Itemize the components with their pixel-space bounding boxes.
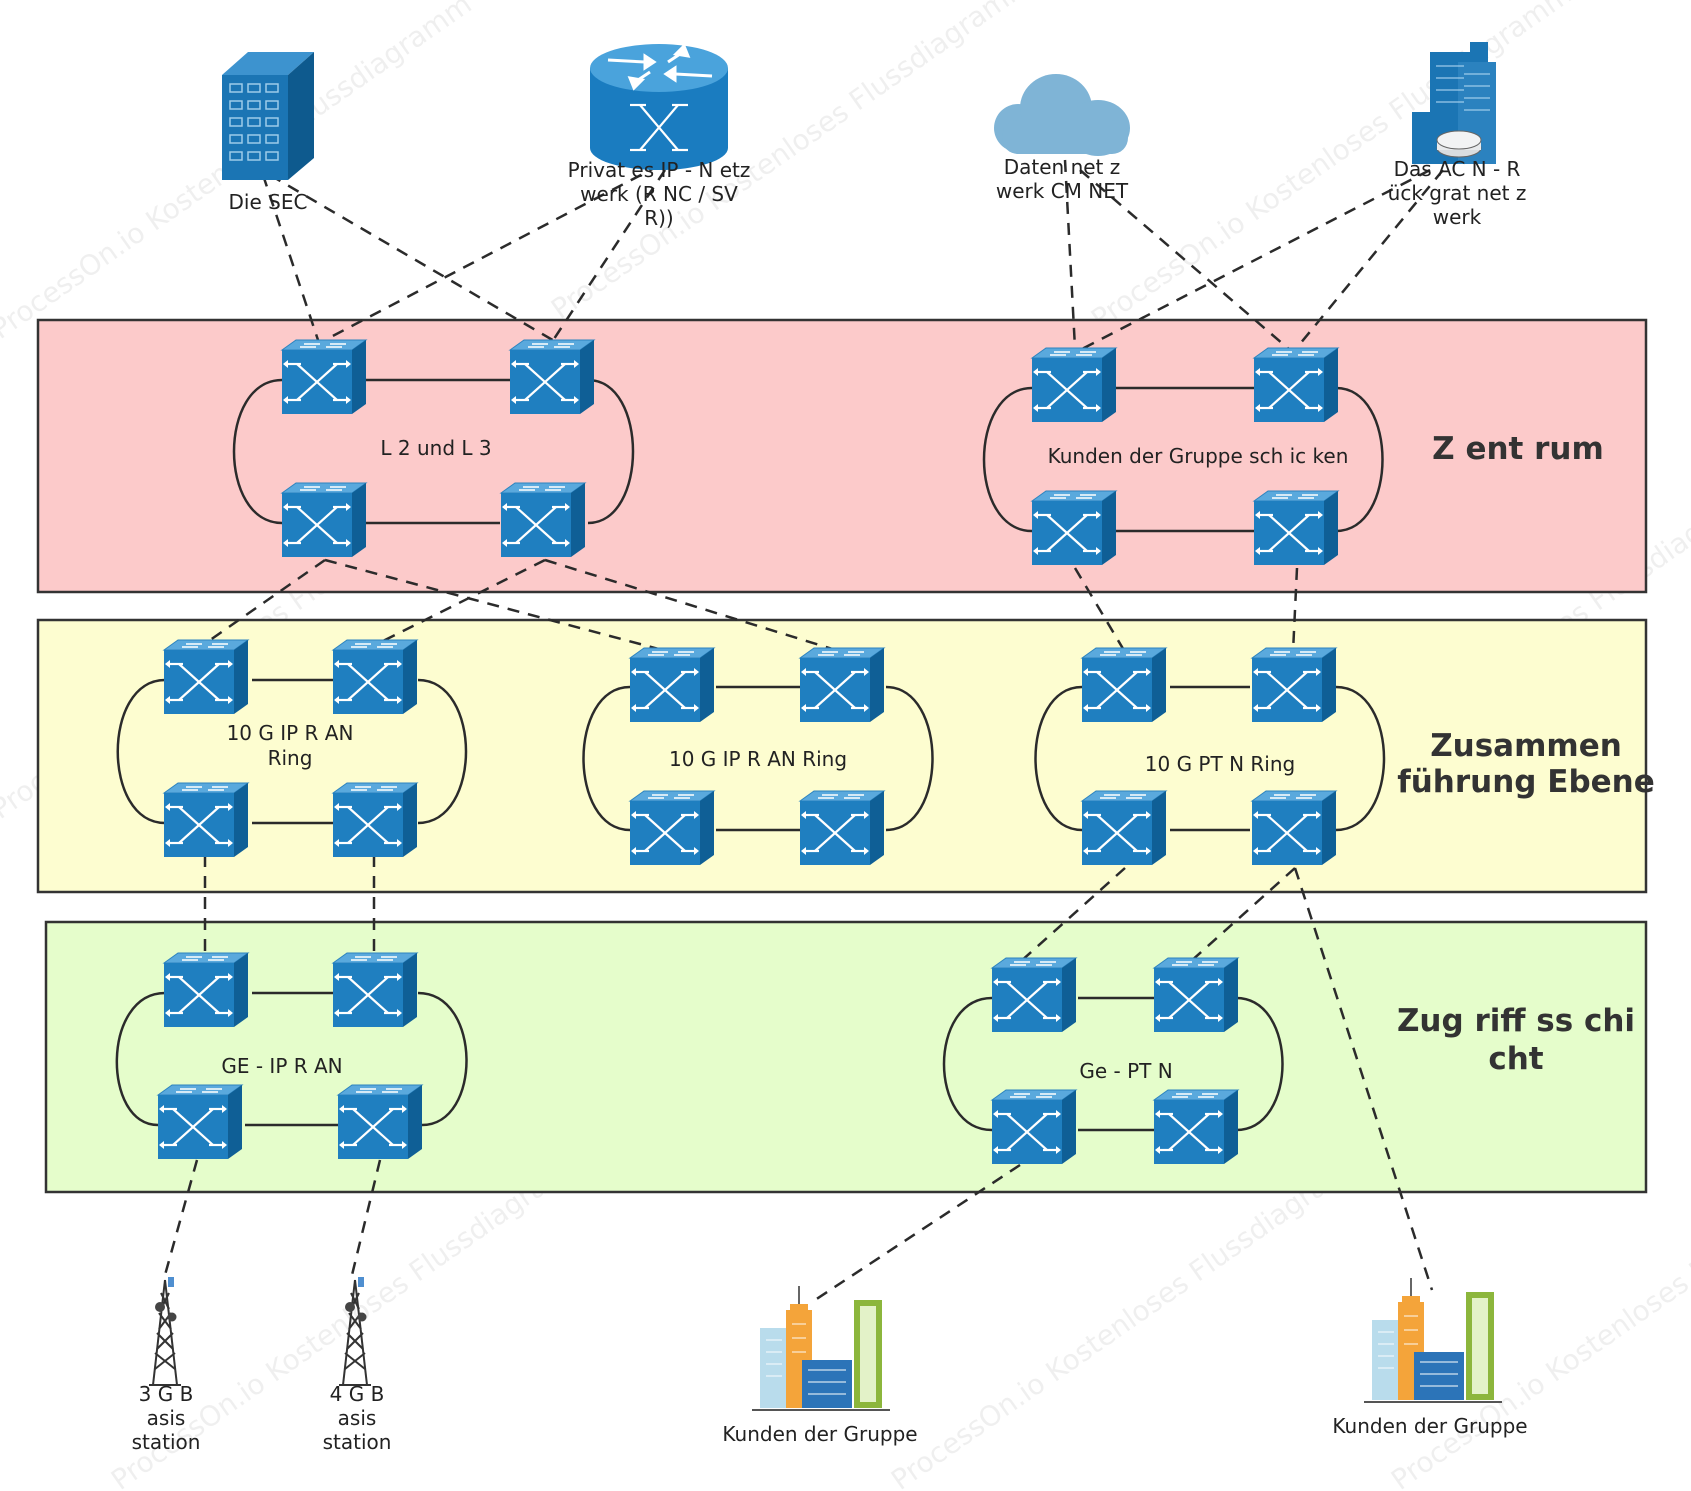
- label-line: Privat es IP - N etz: [568, 158, 751, 182]
- switch-icon: [331, 781, 419, 859]
- label-line: 4 G B: [330, 1382, 385, 1406]
- switch-icon: [1152, 956, 1240, 1034]
- label-line: station: [132, 1430, 201, 1454]
- switch-icon: [1080, 646, 1168, 724]
- ring-label: GE - IP R AN: [221, 1054, 342, 1078]
- ring-links: [115, 378, 1386, 1132]
- label-line: Z ent rum: [1432, 431, 1604, 467]
- switch-icon: [336, 1083, 424, 1161]
- switch-icon: [1250, 789, 1338, 867]
- label-line: Das AC N - R: [1394, 157, 1521, 181]
- ring-label: 10 G IP R AN Ring: [669, 747, 847, 771]
- label-line: ück grat net z: [1388, 181, 1527, 205]
- switch-icon: [1080, 789, 1168, 867]
- node-label: Die SEC: [229, 190, 308, 214]
- switch-icon: [162, 638, 250, 716]
- label-line: Kunden der Gruppe: [1332, 1414, 1527, 1438]
- switch-icon: [1252, 346, 1340, 424]
- access-layer: [44, 920, 1648, 1194]
- label-line: 3 G B: [139, 1382, 194, 1406]
- switch-icon: [990, 1088, 1078, 1166]
- label-line: station: [323, 1430, 392, 1454]
- label-line: R)): [644, 206, 674, 230]
- switch-icon: [1250, 646, 1338, 724]
- label-line: Ring: [268, 746, 313, 770]
- label-line: 10 G PT N Ring: [1145, 752, 1295, 776]
- label-line: Kunden der Gruppe sch ic ken: [1048, 444, 1349, 468]
- label-line: Kunden der Gruppe: [722, 1422, 917, 1446]
- node-label: Kunden der Gruppe: [1332, 1414, 1527, 1438]
- label-line: GE - IP R AN: [221, 1054, 342, 1078]
- router-icon: [590, 43, 728, 170]
- switch-icon: [162, 781, 250, 859]
- label-line: werk CM NET: [996, 179, 1129, 203]
- datacenter-icon: [1412, 42, 1496, 164]
- switch-icon: [798, 646, 886, 724]
- label-line: L 2 und L 3: [380, 436, 491, 460]
- label-line: asis: [338, 1406, 377, 1430]
- label-line: führung Ebene: [1397, 764, 1655, 800]
- label-line: werk (R NC / SV: [580, 182, 738, 206]
- switch-icon: [628, 789, 716, 867]
- label-line: 10 G IP R AN: [227, 721, 354, 745]
- switch-icon: [280, 481, 368, 559]
- city-buildings-icon: [751, 1285, 891, 1411]
- label-line: cht: [1488, 1041, 1543, 1077]
- label-line: Zusammen: [1430, 728, 1622, 764]
- ring-label: Ge - PT N: [1079, 1059, 1172, 1083]
- city-buildings-icon: [1363, 1277, 1503, 1403]
- ring-labels: L 2 und L 3 Kunden der Gruppe sch ic ken…: [221, 436, 1348, 1083]
- node-label: Kunden der Gruppe: [722, 1422, 917, 1446]
- dashed-links: [163, 159, 1444, 1302]
- switch-icon: [156, 1083, 244, 1161]
- switch-icon: [162, 951, 250, 1029]
- label-line: Ge - PT N: [1079, 1059, 1172, 1083]
- cloud-icon: [994, 74, 1130, 156]
- switch-icon: [990, 956, 1078, 1034]
- label-line: asis: [147, 1406, 186, 1430]
- label-line: Daten net z: [1004, 155, 1121, 179]
- label-line: werk: [1433, 205, 1482, 229]
- ring-label: Kunden der Gruppe sch ic ken: [1048, 444, 1349, 468]
- switch-icon: [331, 951, 419, 1029]
- switch-icon: [1252, 489, 1340, 567]
- switch-icon: [331, 638, 419, 716]
- ring-label: 10 G PT N Ring: [1145, 752, 1295, 776]
- core-layer-title: Z ent rum: [1432, 431, 1604, 467]
- label-line: 10 G IP R AN Ring: [669, 747, 847, 771]
- switch-icon: [1152, 1088, 1240, 1166]
- switch-icon: [798, 789, 886, 867]
- switch-icon: [628, 646, 716, 724]
- ring-label: L 2 und L 3: [380, 436, 491, 460]
- switch-icon: [1030, 346, 1118, 424]
- switch-icon: [1030, 489, 1118, 567]
- label-line: Zug riff ss chi: [1397, 1003, 1635, 1039]
- core-layer: [36, 318, 1648, 594]
- label-line: Die SEC: [229, 190, 308, 214]
- switch-icon: [499, 481, 587, 559]
- office-building-icon: [222, 52, 314, 180]
- base-station-tower-icon: [148, 1276, 182, 1386]
- switch-icon: [508, 338, 596, 416]
- switch-icon: [280, 338, 368, 416]
